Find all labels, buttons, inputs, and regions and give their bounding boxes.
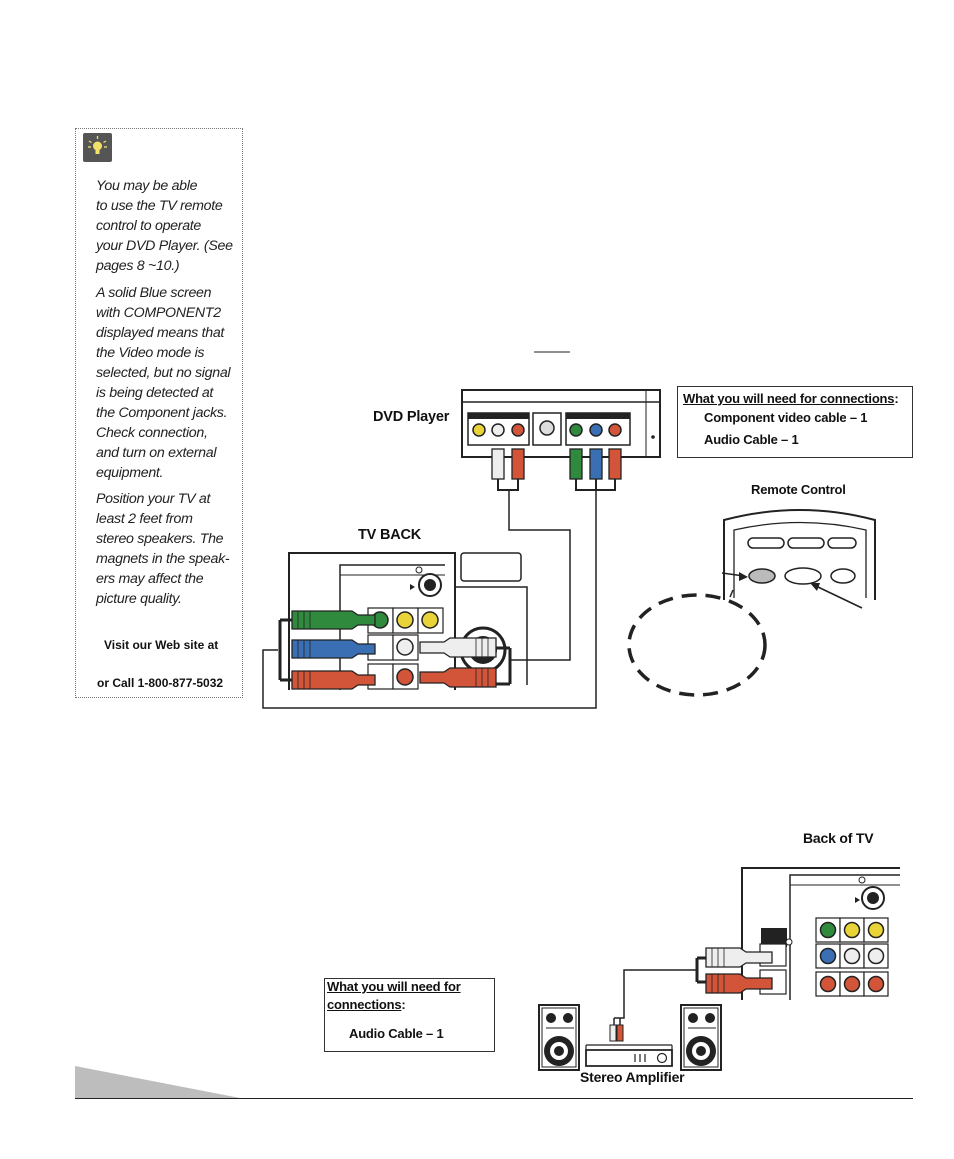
needs-box-component: What you will need for connections: Comp… xyxy=(677,386,913,458)
needs-heading-line2: connections xyxy=(327,997,402,1012)
tip-line: and turn on external xyxy=(96,445,217,461)
website-text: Visit our Web site at xyxy=(104,638,219,652)
tip-line: Check connection, xyxy=(96,425,208,441)
tip-line: the Component jacks. xyxy=(96,405,228,421)
tip-line: your DVD Player. (See xyxy=(96,238,233,254)
tip-line: ers may affect the xyxy=(96,571,204,587)
needs-heading-line1: What you will need for xyxy=(327,979,461,994)
audio-cables-2 xyxy=(609,947,773,1042)
tip-line: the Video mode is xyxy=(96,345,205,361)
needs-item: Audio Cable – 1 xyxy=(704,432,799,447)
tip-line: control to operate xyxy=(96,218,202,234)
needs-item: Component video cable – 1 xyxy=(704,410,868,425)
audio-cables xyxy=(419,637,512,688)
phone-text: or Call 1-800-877-5032 xyxy=(97,676,224,690)
tip-line: equipment. xyxy=(96,465,164,481)
tip-line: stereo speakers. The xyxy=(96,531,224,547)
stereo-amplifier-label: Stereo Amplifier xyxy=(580,1069,685,1085)
tip-box xyxy=(75,128,243,698)
tip-line: with COMPONENT2 xyxy=(96,305,221,321)
tip-line: picture quality. xyxy=(96,591,182,607)
tip-line: selected, but no signal xyxy=(96,365,231,381)
tv-back-2-illustration xyxy=(741,867,900,1000)
needs-item: Audio Cable – 1 xyxy=(349,1026,444,1041)
remote-control-illustration xyxy=(721,509,876,609)
dashed-callout xyxy=(627,593,767,697)
needs-heading: What you will need for connections xyxy=(683,391,895,406)
tip-speakers: Position your TV at least 2 feet from st… xyxy=(96,489,241,609)
back-of-tv-label: Back of TV xyxy=(803,830,874,846)
needs-colon: : xyxy=(401,997,406,1012)
tip-line: displayed means that xyxy=(96,325,225,341)
needs-box-audio: What you will need for connections: Audi… xyxy=(324,978,495,1052)
tip-line: least 2 feet from xyxy=(96,511,193,527)
stereo-amplifier-illustration xyxy=(585,1044,673,1067)
page-corner-wedge xyxy=(75,1066,240,1098)
tip-remote: You may be able to use the TV remote con… xyxy=(96,176,241,276)
footer-rule xyxy=(75,1098,913,1099)
tip-line: Position your TV at xyxy=(96,491,211,507)
speaker-right-illustration xyxy=(680,1004,722,1071)
needs-colon: : xyxy=(894,391,899,406)
tip-line: magnets in the speak- xyxy=(96,551,230,567)
dvd-player-illustration xyxy=(461,389,661,458)
dvd-cable-plugs xyxy=(491,448,622,491)
tip-line: You may be able xyxy=(96,178,198,194)
tip-line: A solid Blue screen xyxy=(96,285,212,301)
component-cables xyxy=(278,610,376,690)
tip-blue-screen: A solid Blue screen with COMPONENT2 disp… xyxy=(96,283,241,483)
tip-line: to use the TV remote xyxy=(96,198,223,214)
dvd-player-label: DVD Player xyxy=(373,409,450,425)
tv-back-label: TV BACK xyxy=(358,527,422,543)
speaker-left-illustration xyxy=(538,1004,580,1071)
tip-line: pages 8 ~10.) xyxy=(96,258,180,274)
tip-line: is being detected at xyxy=(96,385,214,401)
remote-control-label: Remote Control xyxy=(751,482,846,497)
lightbulb-icon xyxy=(83,133,112,162)
